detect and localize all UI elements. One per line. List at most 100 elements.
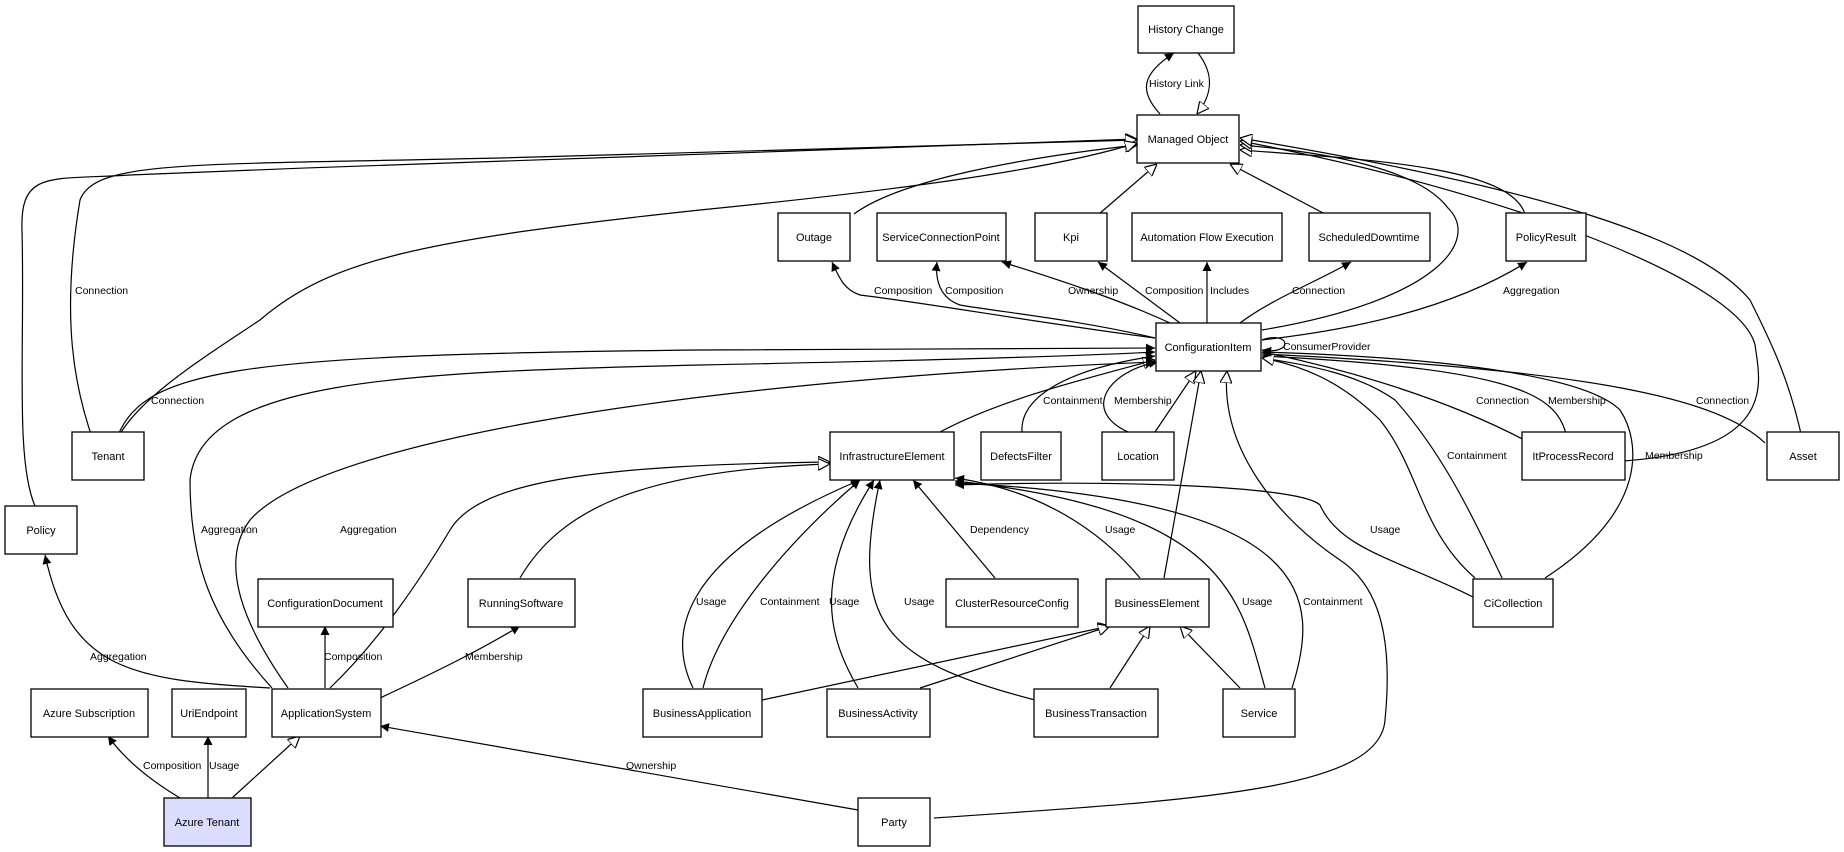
node-application-system[interactable]: ApplicationSystem [271, 688, 382, 738]
node-label: ServiceConnectionPoint [882, 232, 999, 244]
edge-appsys-infra [329, 462, 830, 689]
node-label: Azure Tenant [175, 817, 240, 829]
edge-itpr-ci-connection [1261, 349, 1531, 444]
node-label: Azure Subscription [43, 708, 135, 720]
node-outage[interactable]: Outage [777, 212, 851, 262]
node-business-element[interactable]: BusinessElement [1105, 578, 1210, 628]
edge-label: Ownership [1068, 285, 1118, 297]
node-party[interactable]: Party [857, 797, 931, 847]
edge-ba-infra-containment [702, 479, 861, 689]
node-azure-tenant[interactable]: Azure Tenant [163, 797, 252, 847]
edge-asset-managed-object [1240, 138, 1804, 444]
edge-service-infra-containment [954, 478, 1304, 689]
edge-label: Usage [904, 596, 935, 608]
node-label: Outage [796, 232, 832, 244]
node-infrastructure-element[interactable]: InfrastructureElement [829, 431, 955, 481]
edge-bact-be [919, 626, 1110, 689]
node-policy-result[interactable]: PolicyResult [1505, 212, 1587, 262]
edge-label: Connection [1476, 395, 1529, 407]
node-label: Party [881, 817, 907, 829]
edge-label: Connection [151, 395, 204, 407]
edge-cicoll-ci-membership [1261, 347, 1634, 579]
nodes-layer: History Change Managed Object Outage Ser… [4, 5, 1840, 847]
node-label: Asset [1789, 451, 1817, 463]
edge-label: Aggregation [1503, 285, 1560, 297]
edge-ci-policyresult [1261, 261, 1528, 341]
node-label: DefectsFilter [990, 451, 1052, 463]
node-label: InfrastructureElement [839, 451, 944, 463]
node-configuration-item[interactable]: ConfigurationItem [1155, 322, 1262, 372]
node-label: RunningSoftware [479, 598, 563, 610]
node-automation-flow-execution[interactable]: Automation Flow Execution [1131, 212, 1283, 262]
edge-appsys-policy [42, 554, 271, 689]
edge-appsys-ci-aggregation-left [189, 347, 1156, 689]
node-business-activity[interactable]: BusinessActivity [826, 688, 931, 738]
edge-label: Dependency [970, 524, 1030, 536]
node-business-application[interactable]: BusinessApplication [642, 688, 763, 738]
edge-party-appsys [379, 723, 859, 811]
edge-label: Membership [1645, 450, 1703, 462]
edge-label: Membership [1548, 395, 1606, 407]
edge-ci-kpi [1097, 261, 1181, 324]
edge-azure-tenant-azure-sub [107, 735, 181, 799]
edge-label: Aggregation [201, 524, 258, 536]
edge-appsys-ci-aggregation-right [235, 357, 1156, 689]
node-kpi[interactable]: Kpi [1034, 212, 1108, 262]
edge-label: Includes [1210, 285, 1249, 297]
node-asset[interactable]: Asset [1766, 431, 1840, 481]
node-label: Automation Flow Execution [1140, 232, 1273, 244]
edge-appsys-runningsw [379, 625, 521, 699]
edge-ci-sd [1239, 261, 1352, 324]
edge-kpi-managed-object [1098, 164, 1157, 215]
edge-outage-managed-object [853, 145, 1137, 215]
node-tenant[interactable]: Tenant [71, 431, 145, 481]
node-managed-object[interactable]: Managed Object [1136, 114, 1240, 164]
edge-label: Connection [75, 285, 128, 297]
edge-label: Containment [760, 596, 820, 608]
node-history-change[interactable]: History Change [1137, 5, 1235, 54]
edge-label: Ownership [626, 760, 676, 772]
node-label: Policy [26, 525, 56, 537]
edge-location-ci [1154, 371, 1196, 433]
edge-infra-ci [939, 360, 1155, 433]
node-configuration-document[interactable]: ConfigurationDocument [257, 578, 394, 628]
edge-labels-layer: History Link Connection Composition Comp… [75, 78, 1749, 772]
node-label: PolicyResult [1516, 232, 1577, 244]
edge-label: Usage [829, 596, 860, 608]
edges-layer [21, 52, 1804, 819]
node-cluster-resource-config[interactable]: ClusterResourceConfig [945, 578, 1079, 628]
node-location[interactable]: Location [1101, 431, 1175, 481]
node-uri-endpoint[interactable]: UriEndpoint [171, 688, 247, 738]
node-service[interactable]: Service [1222, 688, 1296, 738]
edge-label: Usage [209, 760, 240, 772]
node-policy[interactable]: Policy [4, 505, 78, 555]
node-ci-collection[interactable]: CiCollection [1472, 578, 1554, 628]
node-label: CiCollection [1484, 598, 1543, 610]
node-label: UriEndpoint [180, 708, 237, 720]
node-azure-subscription[interactable]: Azure Subscription [30, 688, 149, 738]
edge-label: History Link [1149, 78, 1205, 90]
edge-history-link [1145, 52, 1211, 114]
node-label: BusinessApplication [653, 708, 751, 720]
node-service-connection-point[interactable]: ServiceConnectionPoint [876, 212, 1007, 262]
edge-label: Membership [465, 651, 523, 663]
edge-bt-be [1109, 626, 1150, 689]
edge-asset-ci-connection [1261, 349, 1766, 444]
node-defects-filter[interactable]: DefectsFilter [980, 431, 1062, 481]
node-label: Location [1117, 451, 1159, 463]
node-label: Service [1241, 708, 1278, 720]
node-label: BusinessTransaction [1045, 708, 1147, 720]
node-it-process-record[interactable]: ItProcessRecord [1521, 431, 1626, 481]
node-scheduled-downtime[interactable]: ScheduledDowntime [1308, 212, 1431, 262]
edge-ba-infra-usage [682, 479, 861, 689]
edge-tenant-managed-object [114, 143, 1137, 444]
edge-label: Composition [945, 285, 1004, 297]
node-label: ItProcessRecord [1532, 451, 1613, 463]
edge-label: Containment [1303, 596, 1363, 608]
node-label: Tenant [91, 451, 124, 463]
node-business-transaction[interactable]: BusinessTransaction [1033, 688, 1159, 738]
edge-label: Usage [696, 596, 727, 608]
node-running-software[interactable]: RunningSoftware [467, 578, 576, 628]
edge-ci-scp [931, 261, 1156, 339]
